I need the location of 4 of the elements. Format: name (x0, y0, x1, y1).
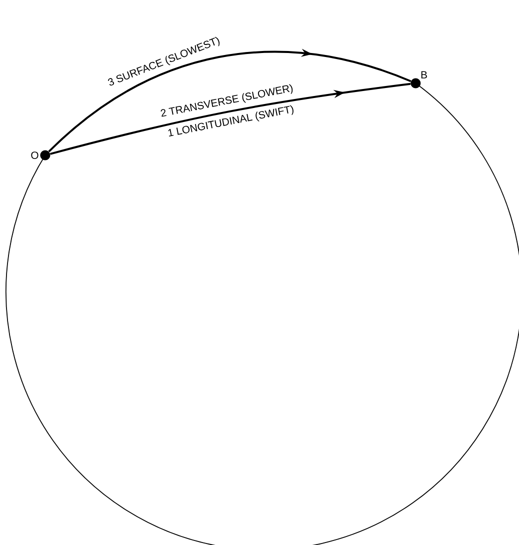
arrow (48, 48, 412, 152)
arrow (50, 82, 411, 155)
node-label: B (421, 71, 427, 78)
node-label: O (31, 152, 38, 159)
